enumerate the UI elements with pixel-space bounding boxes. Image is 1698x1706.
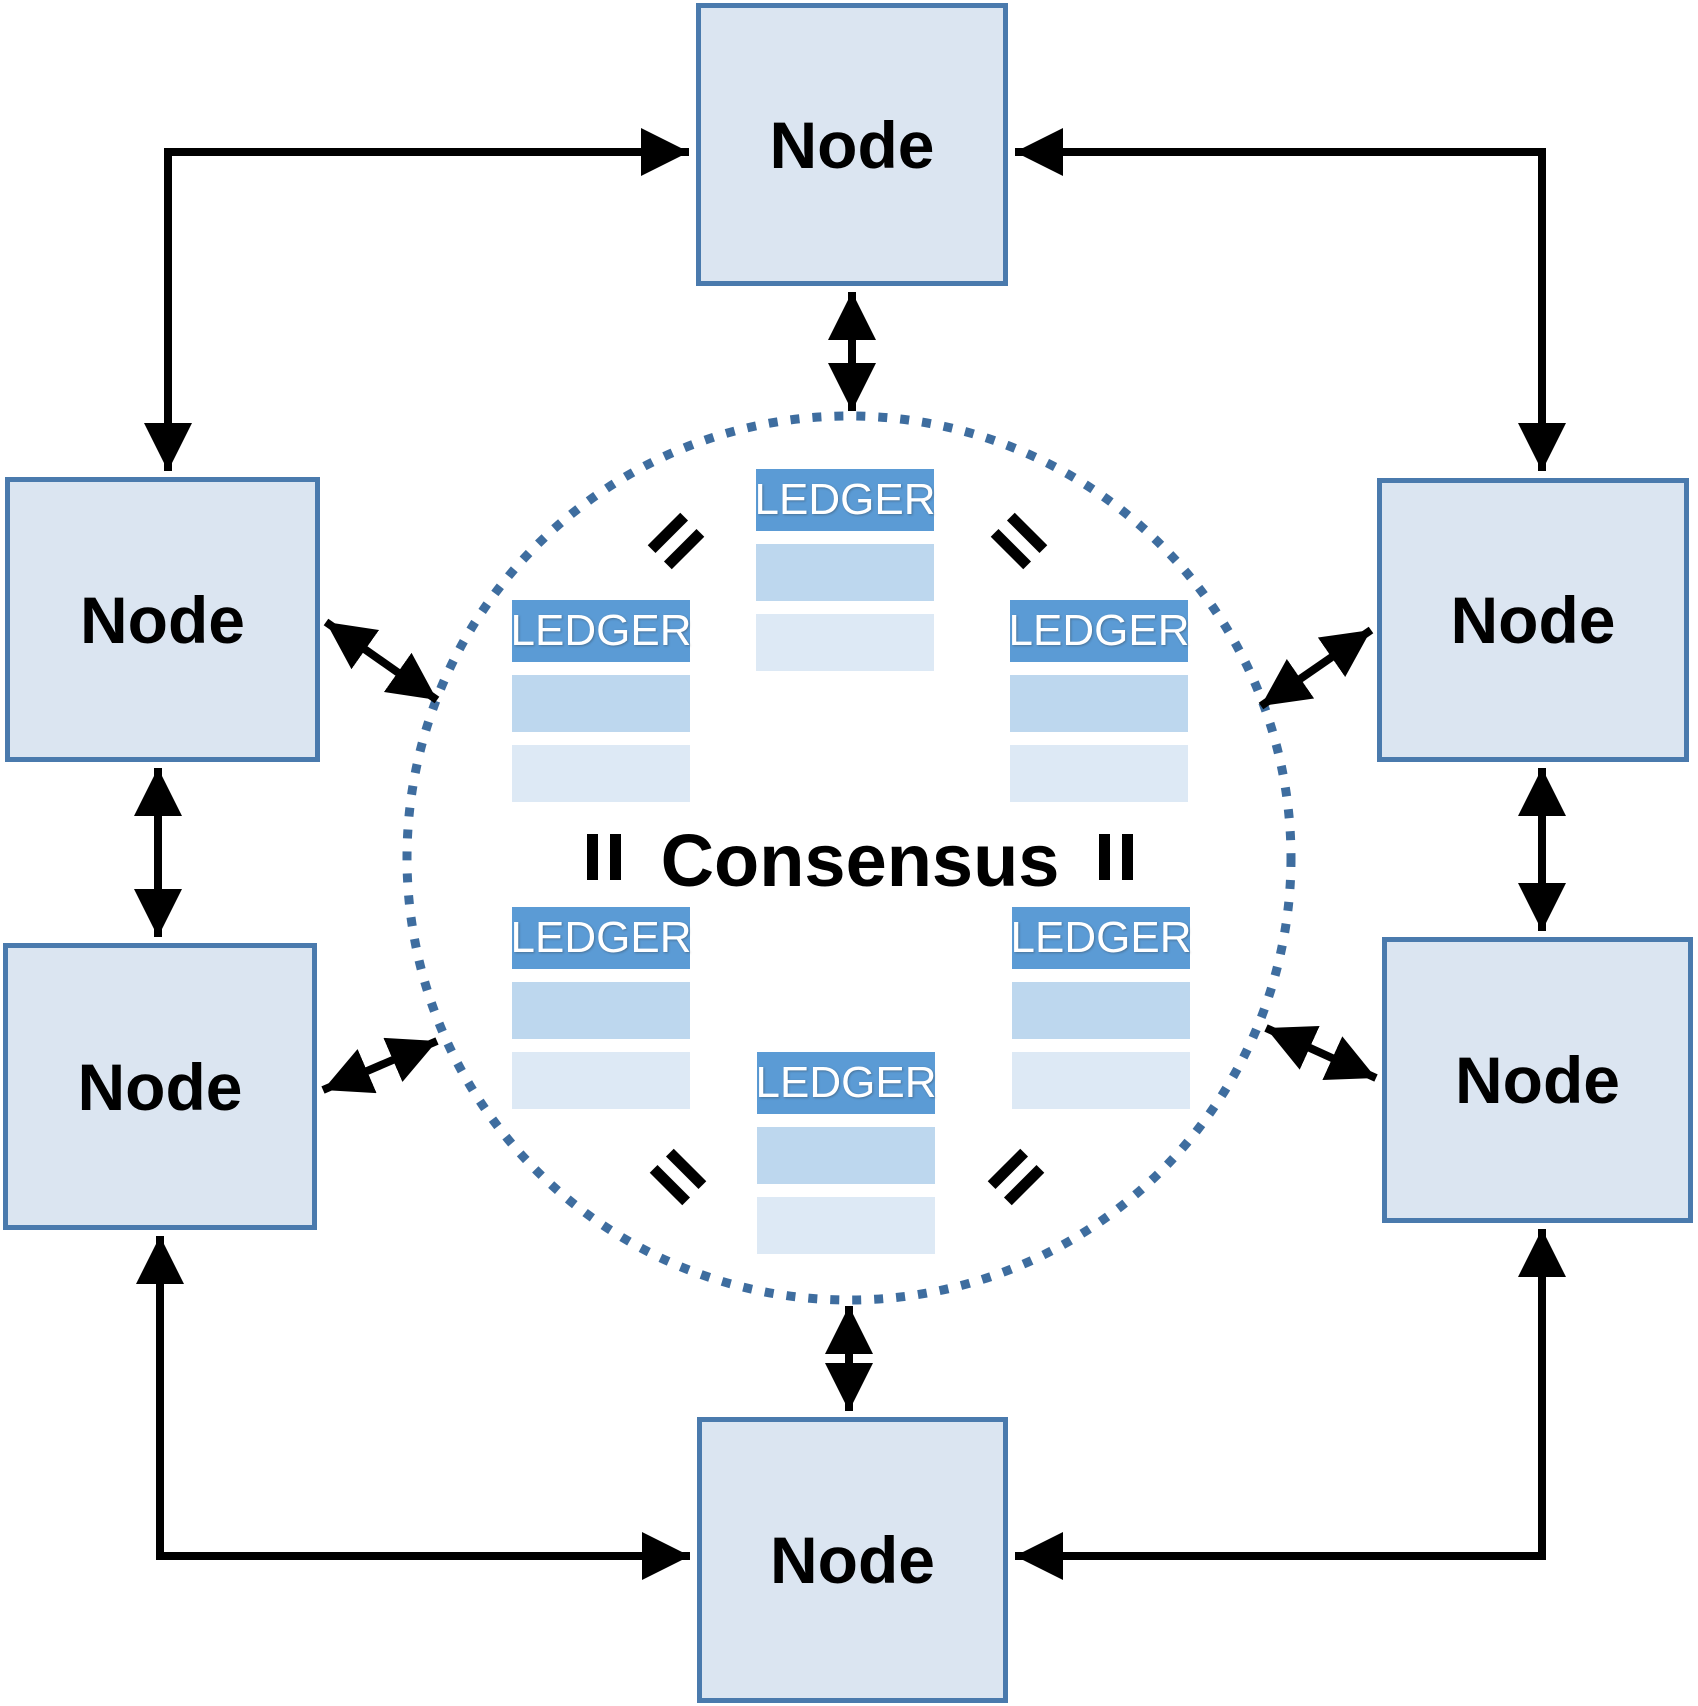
ledger-row	[756, 544, 934, 601]
ledger-top-header: LEDGER	[755, 469, 935, 531]
ledger-lower-left: LEDGER	[511, 907, 691, 1109]
ledger-row	[756, 614, 934, 671]
consensus-circle	[402, 411, 1296, 1305]
ledger-row	[1012, 1052, 1190, 1109]
arrow-leftlower-node-to-circle	[321, 1037, 439, 1094]
node-bottom-label: Node	[770, 1523, 935, 1597]
ledger-bottom: LEDGER	[756, 1052, 936, 1254]
node-right-upper: Node	[1377, 478, 1689, 762]
equals-icon	[1099, 834, 1133, 880]
ledger-left: LEDGER	[511, 600, 691, 802]
ledger-right: LEDGER	[1009, 600, 1189, 802]
ledger-row	[512, 1052, 690, 1109]
ledger-row	[757, 1127, 935, 1184]
ledger-row	[757, 1197, 935, 1254]
equals-bar	[587, 834, 598, 880]
node-left-lower: Node	[3, 943, 317, 1230]
arrow-topleft-corner	[144, 128, 689, 471]
equals-icon	[587, 834, 621, 880]
consensus-title: Consensus	[660, 819, 1060, 902]
ledger-lower-right: LEDGER	[1011, 907, 1191, 1109]
arrow-topright-corner	[1015, 128, 1566, 471]
ledger-right-header: LEDGER	[1009, 600, 1189, 662]
equals-bar	[610, 834, 621, 880]
node-left-upper-label: Node	[80, 582, 245, 657]
ledger-left-header: LEDGER	[511, 600, 691, 662]
ledger-row	[1010, 745, 1188, 802]
node-bottom: Node	[697, 1417, 1008, 1703]
ledger-row	[512, 745, 690, 802]
ledger-lower-left-header: LEDGER	[511, 907, 691, 969]
ledger-lower-right-header: LEDGER	[1011, 907, 1191, 969]
node-left-upper: Node	[5, 477, 320, 762]
ledger-row	[512, 675, 690, 732]
equals-bar	[1122, 834, 1133, 880]
node-top: Node	[696, 3, 1008, 286]
ledger-row	[1010, 675, 1188, 732]
ledger-bottom-header: LEDGER	[756, 1052, 936, 1114]
node-top-label: Node	[769, 107, 935, 182]
arrow-bottomleft-corner	[136, 1236, 690, 1580]
arrow-rightupper-node-to-circle	[1258, 626, 1374, 710]
arrow-rightlower-node-to-circle	[1264, 1024, 1378, 1082]
equals-bar	[1099, 834, 1110, 880]
arrow-leftupper-node-to-circle	[323, 618, 440, 704]
node-right-lower: Node	[1382, 937, 1693, 1223]
ledger-row	[1012, 982, 1190, 1039]
ledger-row	[512, 982, 690, 1039]
node-right-lower-label: Node	[1455, 1043, 1620, 1117]
arrow-bottomright-corner	[1015, 1229, 1566, 1580]
ledger-top: LEDGER	[755, 469, 935, 671]
node-right-upper-label: Node	[1450, 583, 1616, 657]
node-left-lower-label: Node	[77, 1049, 243, 1124]
